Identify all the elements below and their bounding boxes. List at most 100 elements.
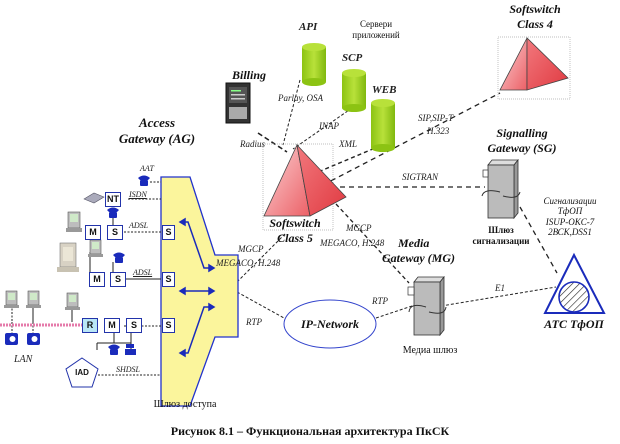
computer-icon-lan1 xyxy=(4,290,19,308)
app-servers-caption-line2: приложений xyxy=(352,29,400,40)
scp-db-icon xyxy=(342,69,366,112)
xml-label: XML xyxy=(339,139,357,149)
isdn-terminal-icon xyxy=(83,192,105,204)
pstn-exchange-symbol xyxy=(543,252,606,314)
parlay-osa-label: Parlay, OSA xyxy=(278,93,323,103)
softswitch-class5-pyramid xyxy=(263,143,347,217)
media-gateway-caption: Медиа шлюз xyxy=(402,345,458,356)
adsl-line-label-2: ADSL xyxy=(133,268,153,277)
access-gateway-caption: Шлюз доступа xyxy=(153,399,217,410)
phone-icon-shdsl-1 xyxy=(108,344,120,355)
app-server-cylinders xyxy=(302,43,395,152)
link-sg-pstn xyxy=(519,206,558,274)
api-db-icon xyxy=(302,43,326,86)
computer-icon-adsl1 xyxy=(66,211,82,232)
aat-line-label: ААТ xyxy=(140,164,154,173)
inap-label: INAP xyxy=(319,121,339,131)
softswitch-class5-title-line2: Class 5 xyxy=(277,231,313,245)
softswitch-class4-pyramid xyxy=(499,37,569,91)
splitter-box-adsl2: S xyxy=(110,272,126,287)
media-gateway-title-line1: Media xyxy=(398,236,430,250)
modem-box-adsl2: M xyxy=(89,272,105,287)
phone-icons xyxy=(5,175,150,355)
billing-title: Billing xyxy=(232,68,267,82)
api-label: API xyxy=(299,21,318,33)
pstn-signalling-line3: ISUP-OKC-7 xyxy=(545,216,595,227)
access-gateway-title-line1: Access xyxy=(138,115,176,130)
ag-mgcp-label: MGCP xyxy=(238,244,264,254)
radius-label: Radius xyxy=(240,139,266,149)
ip-phone-icon-2 xyxy=(27,333,40,345)
media-gateway-device xyxy=(407,275,447,337)
ip-phone-icon-1 xyxy=(5,333,18,345)
pstn-exchange-label: АТС ТфОП xyxy=(544,317,604,331)
isdn-line-label: ISDN xyxy=(129,190,147,199)
ag-rtp-label: RTP xyxy=(246,317,263,327)
computer-icon-adsl2 xyxy=(88,239,103,257)
computer-icon-adsl2-tower xyxy=(57,242,79,272)
softswitch-class4-title-line2: Class 4 xyxy=(517,17,553,31)
phone-icon-adsl2 xyxy=(113,252,125,263)
figure-caption: Рисунок 8.1 – Функциональная архитектура… xyxy=(170,424,450,438)
ip-network-cloud xyxy=(283,299,377,349)
ag-megaco-label: MEGACO, H.248 xyxy=(216,258,281,268)
computer-icons xyxy=(4,192,105,310)
signalling-gateway-caption-line1: Шлюз xyxy=(488,225,514,235)
link-ag-softswitch5 xyxy=(236,232,287,283)
shdsl-line-label: SHDSL xyxy=(116,365,141,374)
pstn-signalling-line1: Сигнализации xyxy=(543,196,597,206)
signalling-gateway-caption-line2: сигнализации xyxy=(472,235,530,246)
access-gateway-title-line2: Gateway (AG) xyxy=(118,131,196,147)
signalling-gateway-title-line2: Gateway (SG) xyxy=(487,141,557,155)
phone-icon-aat xyxy=(138,175,150,186)
router-box: R xyxy=(82,318,98,333)
pstn-signalling-line2: ТфОП xyxy=(557,206,583,217)
signalling-gateway-title-line1: Signalling xyxy=(496,126,548,140)
adsl-line-label-1: ADSL xyxy=(129,221,149,230)
computer-icon-lan2 xyxy=(26,290,41,308)
signalling-gateway-title: Signalling Gateway (SG) xyxy=(472,126,572,156)
e1-label: E1 xyxy=(495,283,505,293)
softswitch-class4-title: Softswitch Class 4 xyxy=(490,2,580,32)
softswitch4-frame xyxy=(497,36,571,100)
h323-label: H.323 xyxy=(427,126,450,136)
links xyxy=(236,36,571,319)
splitter-box-lan: S xyxy=(126,318,142,333)
ag-port-3: S xyxy=(162,318,175,333)
link-mg-pstn-e1 xyxy=(440,286,557,307)
sip-label: SIP,SIP-T xyxy=(418,113,454,123)
media-gateway-title: Media Gateway (MG) xyxy=(382,236,455,266)
signalling-gateway-device xyxy=(481,158,521,220)
scp-label: SCP xyxy=(342,52,363,64)
access-gateway-title: Access Gateway (AG) xyxy=(112,115,202,148)
softswitch-class4-title-line1: Softswitch xyxy=(509,2,561,16)
modem-box-lan: M xyxy=(104,318,120,333)
app-servers-caption: Сервери приложений xyxy=(340,19,412,41)
pstn-signalling-line4: 2ВСК,DSS1 xyxy=(548,227,592,238)
fax-icon xyxy=(125,344,136,355)
ag-port-2: S xyxy=(162,272,175,287)
link-billing-radius xyxy=(257,132,288,153)
ss5-mgcp-label: MGCP xyxy=(346,223,372,233)
splitter-box-adsl1: S xyxy=(107,225,123,240)
softswitch-class5-title-line1: Softswitch xyxy=(269,216,321,230)
iad-label: IAD xyxy=(75,368,89,377)
signalling-gateway-caption: Шлюз сигнализации xyxy=(466,225,536,247)
phone-icon-isdn xyxy=(107,207,119,218)
modem-box-adsl1: M xyxy=(85,225,101,240)
nt-box: NT xyxy=(105,192,121,207)
billing-server-icon xyxy=(225,82,251,124)
sigtran-label: SIGTRAN xyxy=(402,172,438,182)
computer-icon-router xyxy=(65,292,80,310)
link-sip-softswitch4 xyxy=(322,92,501,186)
iad-device-shape xyxy=(65,357,99,388)
mg-rtp-label: RTP xyxy=(372,296,389,306)
link-scp-softswitch5 xyxy=(292,107,353,150)
ip-network-label: IP-Network xyxy=(301,317,359,331)
link-ipnetwork-mg-rtp xyxy=(375,305,413,319)
link-ag-ipnetwork-rtp xyxy=(236,291,285,319)
softswitch-class5-title: Softswitch Class 5 xyxy=(250,216,340,246)
lan-label: LAN xyxy=(14,354,33,365)
link-megaco-mg xyxy=(335,203,410,284)
